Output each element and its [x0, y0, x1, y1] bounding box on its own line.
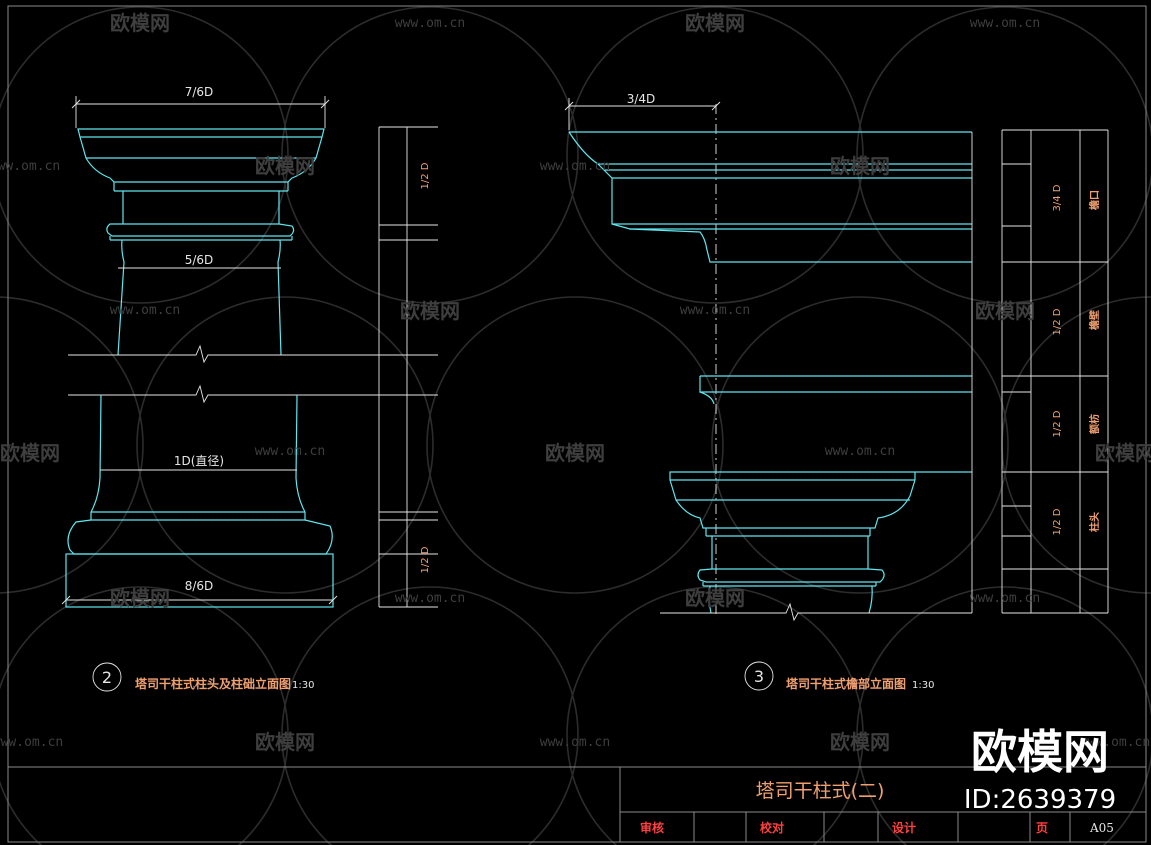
ruler-3-label-3: 额枋: [1088, 414, 1101, 434]
svg-text:欧模网: 欧模网: [685, 586, 745, 610]
figure-3-scale: 1:30: [912, 680, 934, 691]
dim-diameter-label: 1D(直径): [174, 454, 224, 468]
watermark-pattern: [0, 6, 1151, 845]
figure-3-number-circle: [744, 661, 774, 691]
figure-3-entablature: 3/4D: [564, 92, 1109, 691]
svg-text:www.om.cn: www.om.cn: [395, 591, 465, 606]
figure-2-number-circle: [92, 662, 122, 692]
watermark-text: 欧模网 www.om.cn 欧模网 www.om.cn www.om.cn 欧模…: [0, 11, 1151, 754]
figure-2-scale: 1:30: [292, 680, 314, 691]
svg-text:www.om.cn: www.om.cn: [110, 303, 180, 318]
svg-text:www.om.cn: www.om.cn: [0, 735, 63, 750]
svg-text:www.om.cn: www.om.cn: [825, 444, 895, 459]
svg-text:欧模网: 欧模网: [545, 441, 605, 465]
brand-id: ID:2639379: [964, 785, 1116, 815]
svg-text:欧模网: 欧模网: [400, 299, 460, 323]
svg-text:欧模网: 欧模网: [0, 441, 60, 465]
ruler-3-dim-3: 1/2 D: [1052, 410, 1063, 437]
ruler-3-label-4: 柱头: [1088, 512, 1101, 532]
svg-text:www.om.cn: www.om.cn: [680, 303, 750, 318]
fig3-dim-top-label: 3/4D: [627, 92, 656, 106]
field-design: 设计: [892, 820, 916, 835]
ruler-3-label-2: 檐壁: [1088, 310, 1101, 330]
ruler-2-dim-1: 1/2 D: [420, 162, 431, 189]
svg-text:www.om.cn: www.om.cn: [970, 591, 1040, 606]
figure-3-caption: 塔司干柱式檐部立面图: [786, 676, 906, 691]
svg-text:www.om.cn: www.om.cn: [0, 159, 60, 174]
svg-text:欧模网: 欧模网: [255, 730, 315, 754]
svg-text:欧模网: 欧模网: [1095, 441, 1151, 465]
dim-top-label: 7/6D: [185, 85, 214, 99]
dim-upper-shaft-label: 5/6D: [185, 253, 214, 267]
brand-stamp: 欧模网 ID:2639379: [964, 725, 1116, 815]
svg-text:www.om.cn: www.om.cn: [1080, 735, 1150, 750]
field-review: 审核: [640, 820, 664, 835]
svg-text:www.om.cn: www.om.cn: [255, 444, 325, 459]
svg-text:欧模网: 欧模网: [255, 154, 315, 178]
title-block: 塔司干柱式(二) 审核 校对 设计 页 A05: [8, 766, 1146, 842]
svg-text:www.om.cn: www.om.cn: [395, 16, 465, 31]
svg-text:www.om.cn: www.om.cn: [540, 735, 610, 750]
ruler-3-label-1: 檐口: [1088, 190, 1101, 210]
ruler-3-dim-1: 3/4 D: [1052, 184, 1063, 211]
field-check: 校对: [760, 820, 784, 835]
page-number: A05: [1089, 821, 1114, 835]
figure-2-caption: 塔司干柱式柱头及柱础立面图: [135, 676, 291, 691]
svg-text:欧模网: 欧模网: [685, 11, 745, 35]
svg-text:欧模网: 欧模网: [110, 586, 170, 610]
svg-text:www.om.cn: www.om.cn: [540, 159, 610, 174]
ruler-3-dim-2: 1/2 D: [1052, 308, 1063, 335]
drawing-frame: [7, 5, 1147, 843]
brand-logo-text: 欧模网: [971, 725, 1109, 779]
ruler-3-dim-4: 1/2 D: [1052, 508, 1063, 535]
ruler-2-dim-2: 1/2 D: [420, 546, 431, 573]
svg-text:欧模网: 欧模网: [975, 299, 1035, 323]
svg-text:欧模网: 欧模网: [110, 11, 170, 35]
svg-text:欧模网: 欧模网: [830, 154, 890, 178]
figure-3-number: 3: [754, 667, 764, 686]
figure-2-column-capital-base: 7/6D 5/6D 1D(直径): [61, 85, 438, 692]
figure-2-number: 2: [102, 668, 112, 687]
dim-base-label: 8/6D: [185, 579, 214, 593]
svg-text:欧模网: 欧模网: [830, 730, 890, 754]
drawing-title: 塔司干柱式(二): [756, 780, 885, 802]
svg-text:www.om.cn: www.om.cn: [970, 16, 1040, 31]
field-page: 页: [1036, 821, 1048, 835]
